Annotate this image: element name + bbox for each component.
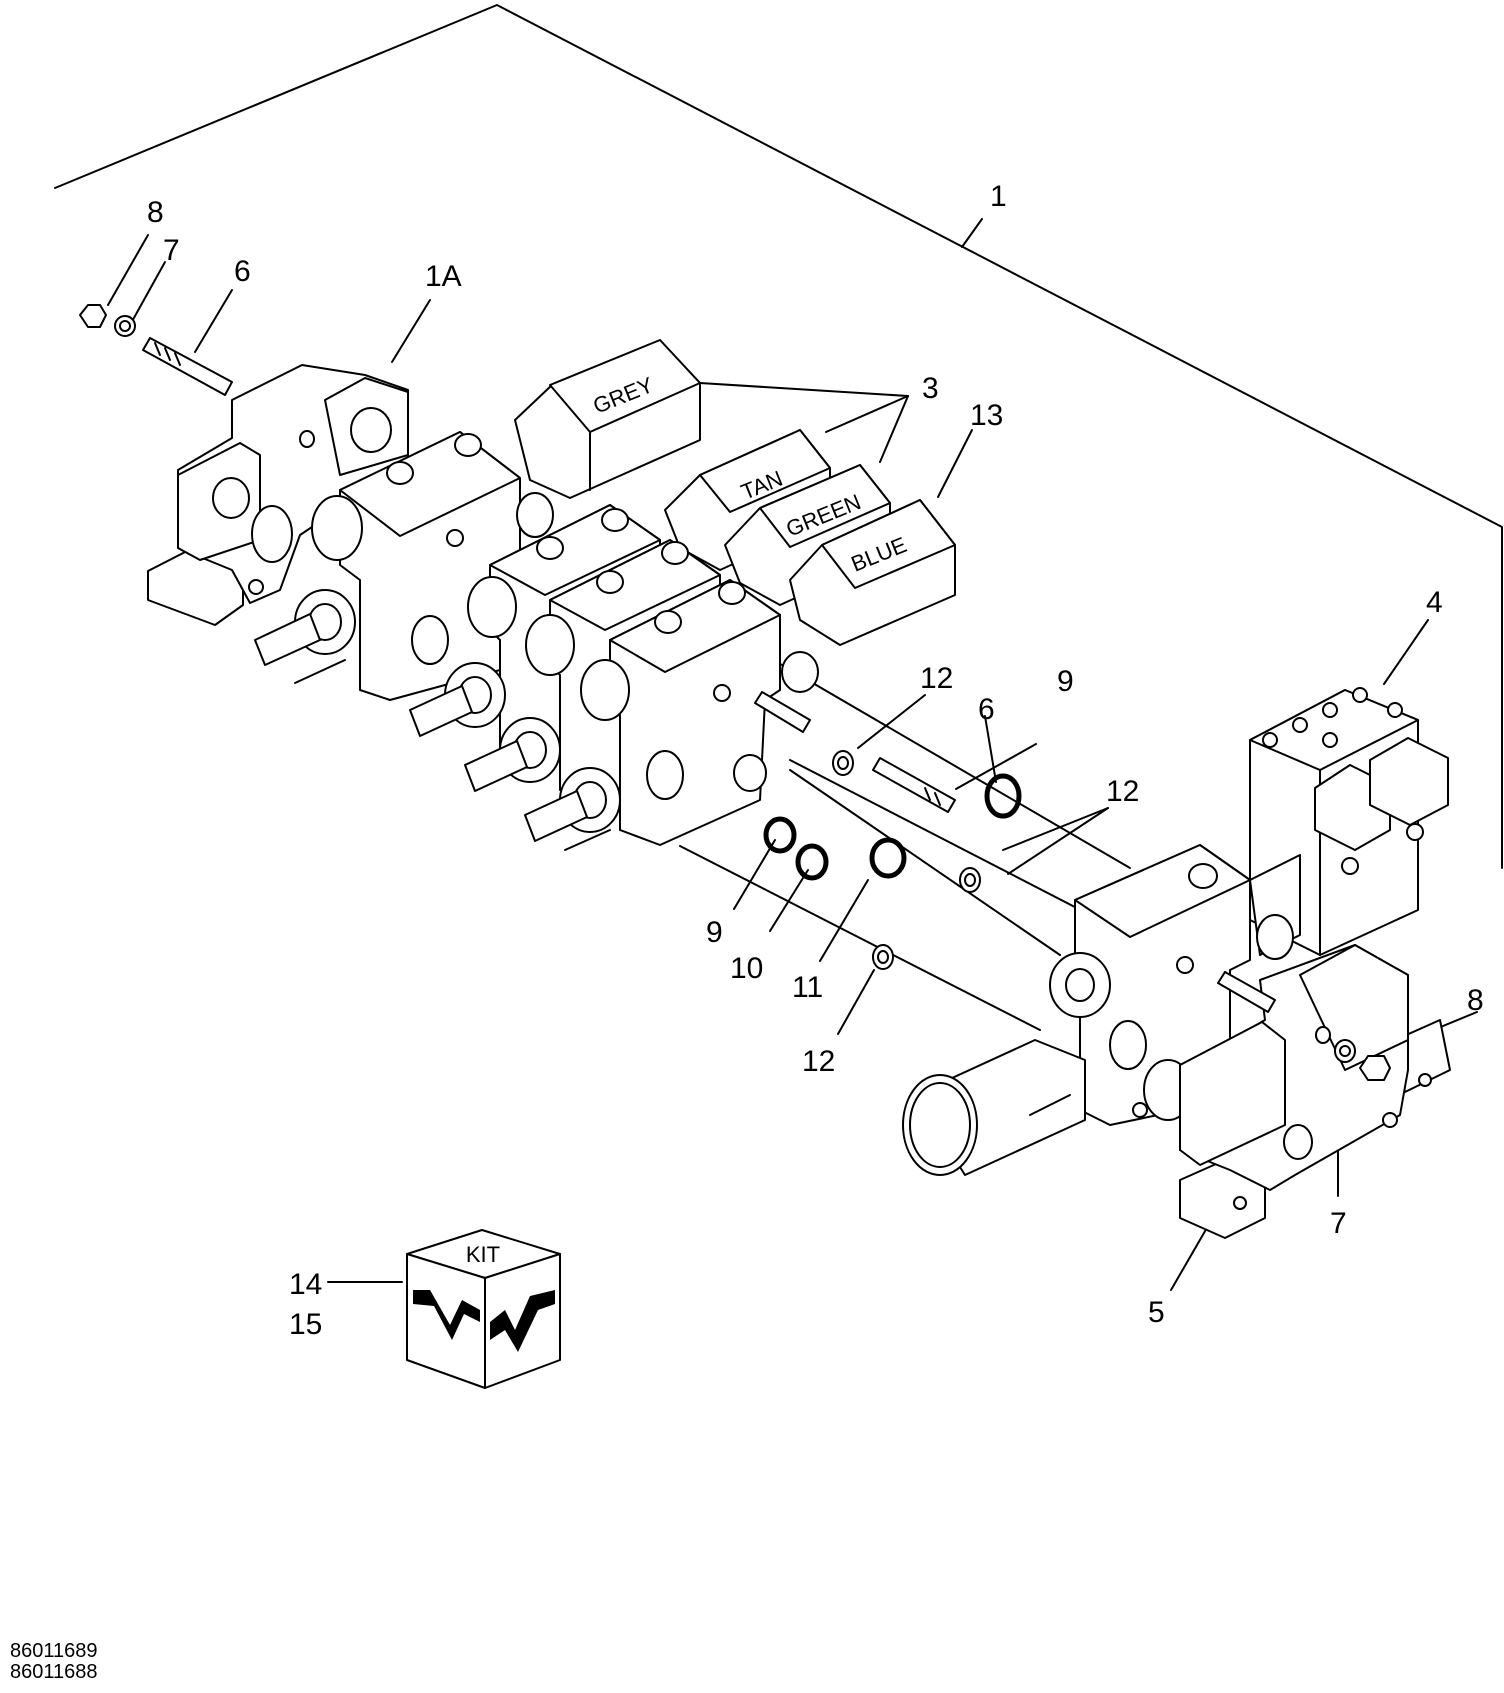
spool-cap-blue: BLUE bbox=[789, 499, 956, 646]
end-cap-5 bbox=[1179, 944, 1451, 1239]
callout-4: 4 bbox=[1426, 586, 1443, 619]
callout-12-middle: 12 bbox=[1106, 775, 1139, 808]
callout-9-lower: 9 bbox=[706, 916, 723, 949]
alignment-lines bbox=[679, 660, 1131, 1031]
valve-section-1 bbox=[254, 431, 554, 701]
callout-14: 14 bbox=[289, 1268, 322, 1301]
callout-labels: 1 1A 8 7 6 3 13 4 12 9 6 12 9 10 11 12 8… bbox=[147, 180, 1484, 1341]
fastener-set-upper-left bbox=[79, 304, 233, 396]
spool-cap-grey: GREY bbox=[514, 339, 701, 499]
leader-lines bbox=[107, 218, 1478, 1291]
callout-10: 10 bbox=[730, 952, 763, 985]
valve-section-4 bbox=[524, 579, 819, 851]
callout-1a: 1A bbox=[425, 260, 462, 293]
callout-15: 15 bbox=[289, 1308, 322, 1341]
reference-number-1: 86011689 bbox=[10, 1640, 98, 1662]
kit-label: KIT bbox=[466, 1242, 500, 1267]
reference-number-2: 86011688 bbox=[10, 1661, 98, 1683]
callout-3: 3 bbox=[922, 372, 939, 405]
callout-13: 13 bbox=[970, 399, 1003, 432]
callout-7-right: 7 bbox=[1330, 1207, 1347, 1240]
callout-7-left: 7 bbox=[163, 234, 180, 267]
callout-8-left: 8 bbox=[147, 196, 164, 229]
callout-1: 1 bbox=[990, 180, 1007, 213]
callout-6-left: 6 bbox=[234, 255, 251, 288]
callout-6-middle: 6 bbox=[978, 693, 995, 726]
assembly-bracket bbox=[54, 4, 1503, 869]
callout-11: 11 bbox=[792, 971, 823, 1004]
end-cap-1a bbox=[147, 364, 409, 626]
kit-icon: KIT bbox=[406, 1229, 561, 1389]
callout-5: 5 bbox=[1148, 1296, 1165, 1329]
callout-9-upper: 9 bbox=[1057, 665, 1074, 698]
callout-8-right: 8 bbox=[1467, 984, 1484, 1017]
callout-12-upper: 12 bbox=[920, 662, 953, 695]
seals bbox=[763, 750, 1022, 970]
tie-rods-middle bbox=[754, 691, 956, 813]
callout-12-lower: 12 bbox=[802, 1045, 835, 1078]
